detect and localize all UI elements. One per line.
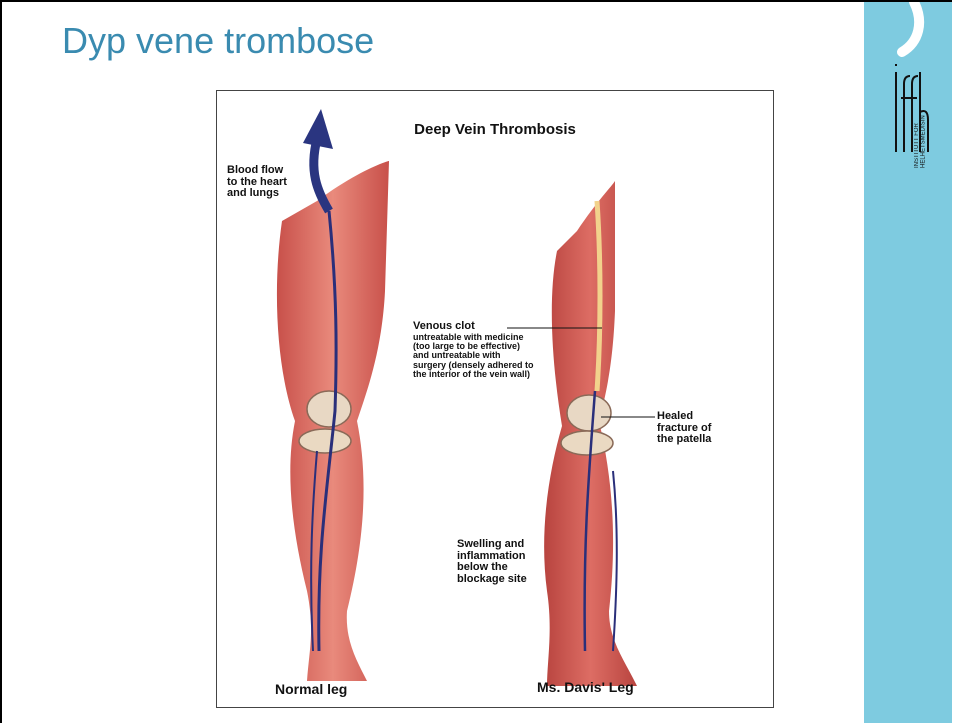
swelling-line-1: Swelling and — [457, 539, 527, 551]
healed-fracture-label: Healed fracture of the patella — [657, 411, 711, 446]
blood-flow-line-1: Blood flow — [227, 165, 287, 177]
swelling-line-4: blockage site — [457, 574, 527, 586]
normal-leg — [277, 109, 389, 681]
healed-fracture-line-1: Healed — [657, 411, 711, 423]
slide-title: Dyp vene trombose — [62, 20, 374, 62]
blood-flow-arrow — [314, 139, 329, 211]
swelling-line-3: below the — [457, 562, 527, 574]
normal-leg-caption: Normal leg — [275, 681, 347, 697]
figure-title: Deep Vein Thrombosis — [217, 121, 773, 138]
blood-flow-label: Blood flow to the heart and lungs — [227, 165, 287, 200]
venous-clot-heading: Venous clot — [413, 321, 534, 333]
venous-clot-label: Venous clot untreatable with medicine (t… — [413, 321, 534, 380]
logo-subtitle: INSTITUTT FOR HELHETSMEDISIN — [914, 98, 924, 168]
dvt-illustration: Deep Vein Thrombosis Blood flow to the h… — [216, 90, 774, 708]
blood-flow-line-3: and lungs — [227, 188, 287, 200]
swelling-label: Swelling and inflammation below the bloc… — [457, 539, 527, 585]
venous-clot-detail-5: the interior of the vein wall) — [413, 370, 534, 379]
legs-drawing — [217, 91, 773, 707]
healed-fracture-line-3: the patella — [657, 434, 711, 446]
davis-leg — [544, 181, 637, 686]
davis-leg-caption: Ms. Davis' Leg — [537, 679, 634, 695]
